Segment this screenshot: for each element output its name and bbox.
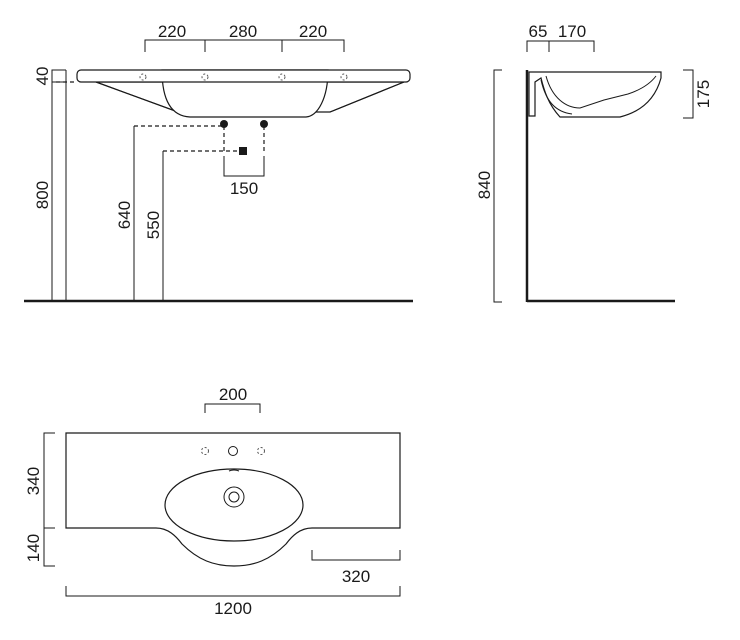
front-rim-dimension: 40 <box>33 67 66 86</box>
top-tap-spacing-dimension: 200 <box>204 385 261 413</box>
front-basin-body <box>56 69 411 118</box>
side-basin-profile <box>528 71 662 118</box>
top-view: 200 340 140 320 1200 <box>24 385 401 618</box>
waste-outlet-marker <box>239 147 247 155</box>
top-depth-dimensions: 340 140 <box>24 432 55 567</box>
supply-left-marker <box>220 120 228 128</box>
drain-inner <box>228 491 240 503</box>
dim-total-height-840: 840 <box>475 171 494 199</box>
dim-supply-640: 640 <box>115 201 134 229</box>
dim-rim-40: 40 <box>33 67 52 86</box>
drain-outer <box>223 486 245 508</box>
front-height-dimensions: 800 640 550 <box>33 70 164 302</box>
tap-hole-center <box>228 446 238 456</box>
dim-depth-part-170: 170 <box>558 22 586 41</box>
dim-top-center-280: 280 <box>229 22 257 41</box>
front-pipework: 150 <box>134 120 268 198</box>
dim-tap-spacing-200: 200 <box>219 385 247 404</box>
side-top-dimensions: 65 170 <box>526 22 595 52</box>
dim-depth-bowl-140: 140 <box>24 534 43 562</box>
dim-wall-gap-65: 65 <box>529 22 548 41</box>
dim-top-left-220: 220 <box>158 22 186 41</box>
top-basin-outline <box>65 432 401 567</box>
dim-height-800: 800 <box>33 181 52 209</box>
side-total-height-dimension: 840 <box>475 69 502 303</box>
supply-right-marker <box>260 120 268 128</box>
top-width-dimension: 1200 <box>65 586 401 618</box>
top-bowl-ellipse <box>164 468 304 542</box>
tap-hole-right <box>257 447 265 455</box>
dim-waste-550: 550 <box>144 211 163 239</box>
dim-width-1200: 1200 <box>214 599 252 618</box>
dim-shelf-320: 320 <box>342 567 370 586</box>
side-view: 65 170 175 840 <box>475 22 713 303</box>
top-shelf-dimension: 320 <box>311 550 401 586</box>
side-bowl-depth-dimension: 175 <box>683 69 713 119</box>
dim-supply-spacing-150: 150 <box>230 179 258 198</box>
dim-top-right-220: 220 <box>299 22 327 41</box>
front-top-dimension-chain: 220 280 220 <box>144 22 345 52</box>
dim-depth-main-340: 340 <box>24 467 43 495</box>
front-view: 220 280 220 40 <box>24 22 413 303</box>
tap-hole-left <box>201 447 209 455</box>
dim-bowl-depth-175: 175 <box>694 80 713 108</box>
